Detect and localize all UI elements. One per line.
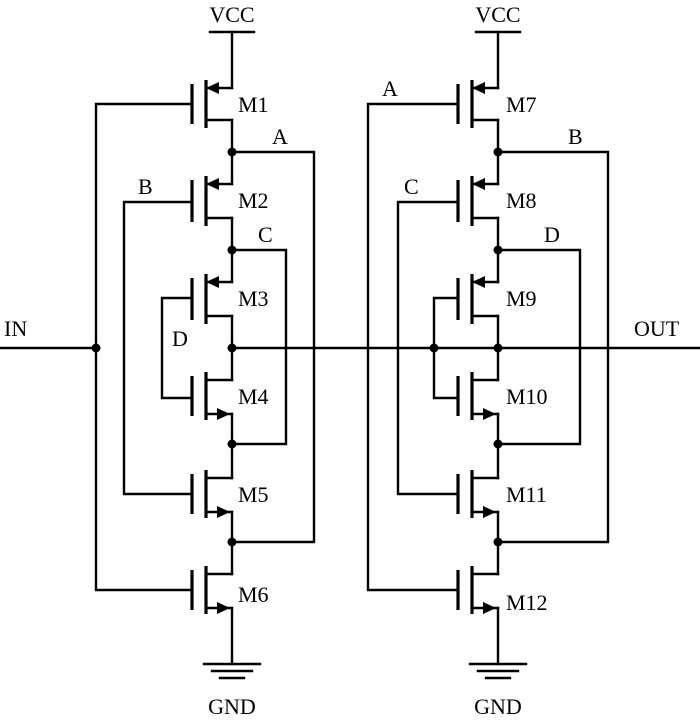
vcc-right: VCC — [474, 2, 522, 90]
gnd-right-label: GND — [474, 694, 522, 719]
input-port: IN — [0, 316, 101, 353]
m12-label: M12 — [506, 590, 548, 615]
m7-label: M7 — [506, 92, 537, 117]
gnd-left: GND — [202, 606, 262, 719]
m6-label: M6 — [238, 582, 269, 607]
node-b-right: B — [493, 124, 610, 544]
transistor-m5: M5 — [190, 470, 269, 518]
node-c-left: C — [227, 222, 288, 446]
m1-label: M1 — [238, 92, 269, 117]
vcc-left-label: VCC — [209, 2, 254, 27]
transistor-m4: M4 — [190, 372, 269, 420]
m2-label: M2 — [238, 188, 269, 213]
net-d-right-label: D — [544, 222, 560, 247]
net-b-left-label: B — [138, 174, 153, 199]
m10-label: M10 — [506, 384, 548, 409]
net-c-left-label: C — [258, 222, 273, 247]
net-d-left-label: D — [172, 326, 188, 351]
transistor-m2: M2 — [190, 176, 269, 226]
net-a-left-label: A — [272, 124, 288, 149]
transistor-m1: M1 — [190, 80, 269, 128]
vcc-right-label: VCC — [475, 2, 520, 27]
net-b-right-label: B — [568, 124, 583, 149]
node-d-right: D — [493, 222, 582, 446]
right-stage: VCC M7 A B M8 — [366, 2, 610, 719]
transistor-m6: M6 — [190, 566, 269, 614]
net-c-right-label: C — [404, 174, 419, 199]
input-label: IN — [4, 316, 27, 341]
m3-label: M3 — [238, 286, 269, 311]
transistor-m10: M10 — [456, 372, 548, 420]
transistor-m7: M7 — [456, 80, 537, 128]
net-a-right-label: A — [382, 76, 398, 101]
gnd-left-label: GND — [208, 694, 256, 719]
transistor-m3: M3 — [190, 274, 269, 324]
gnd-right: GND — [468, 606, 528, 719]
transistor-m11: M11 — [456, 470, 547, 518]
m4-label: M4 — [238, 384, 269, 409]
vcc-left: VCC — [208, 2, 256, 90]
m9-label: M9 — [506, 286, 537, 311]
transistor-m12: M12 — [456, 566, 548, 615]
left-stage: VCC M1 A M2 B — [94, 2, 316, 719]
m8-label: M8 — [506, 188, 537, 213]
output-label: OUT — [634, 316, 680, 341]
node-a-left: A — [227, 124, 316, 544]
m11-label: M11 — [506, 482, 547, 507]
m5-label: M5 — [238, 482, 269, 507]
